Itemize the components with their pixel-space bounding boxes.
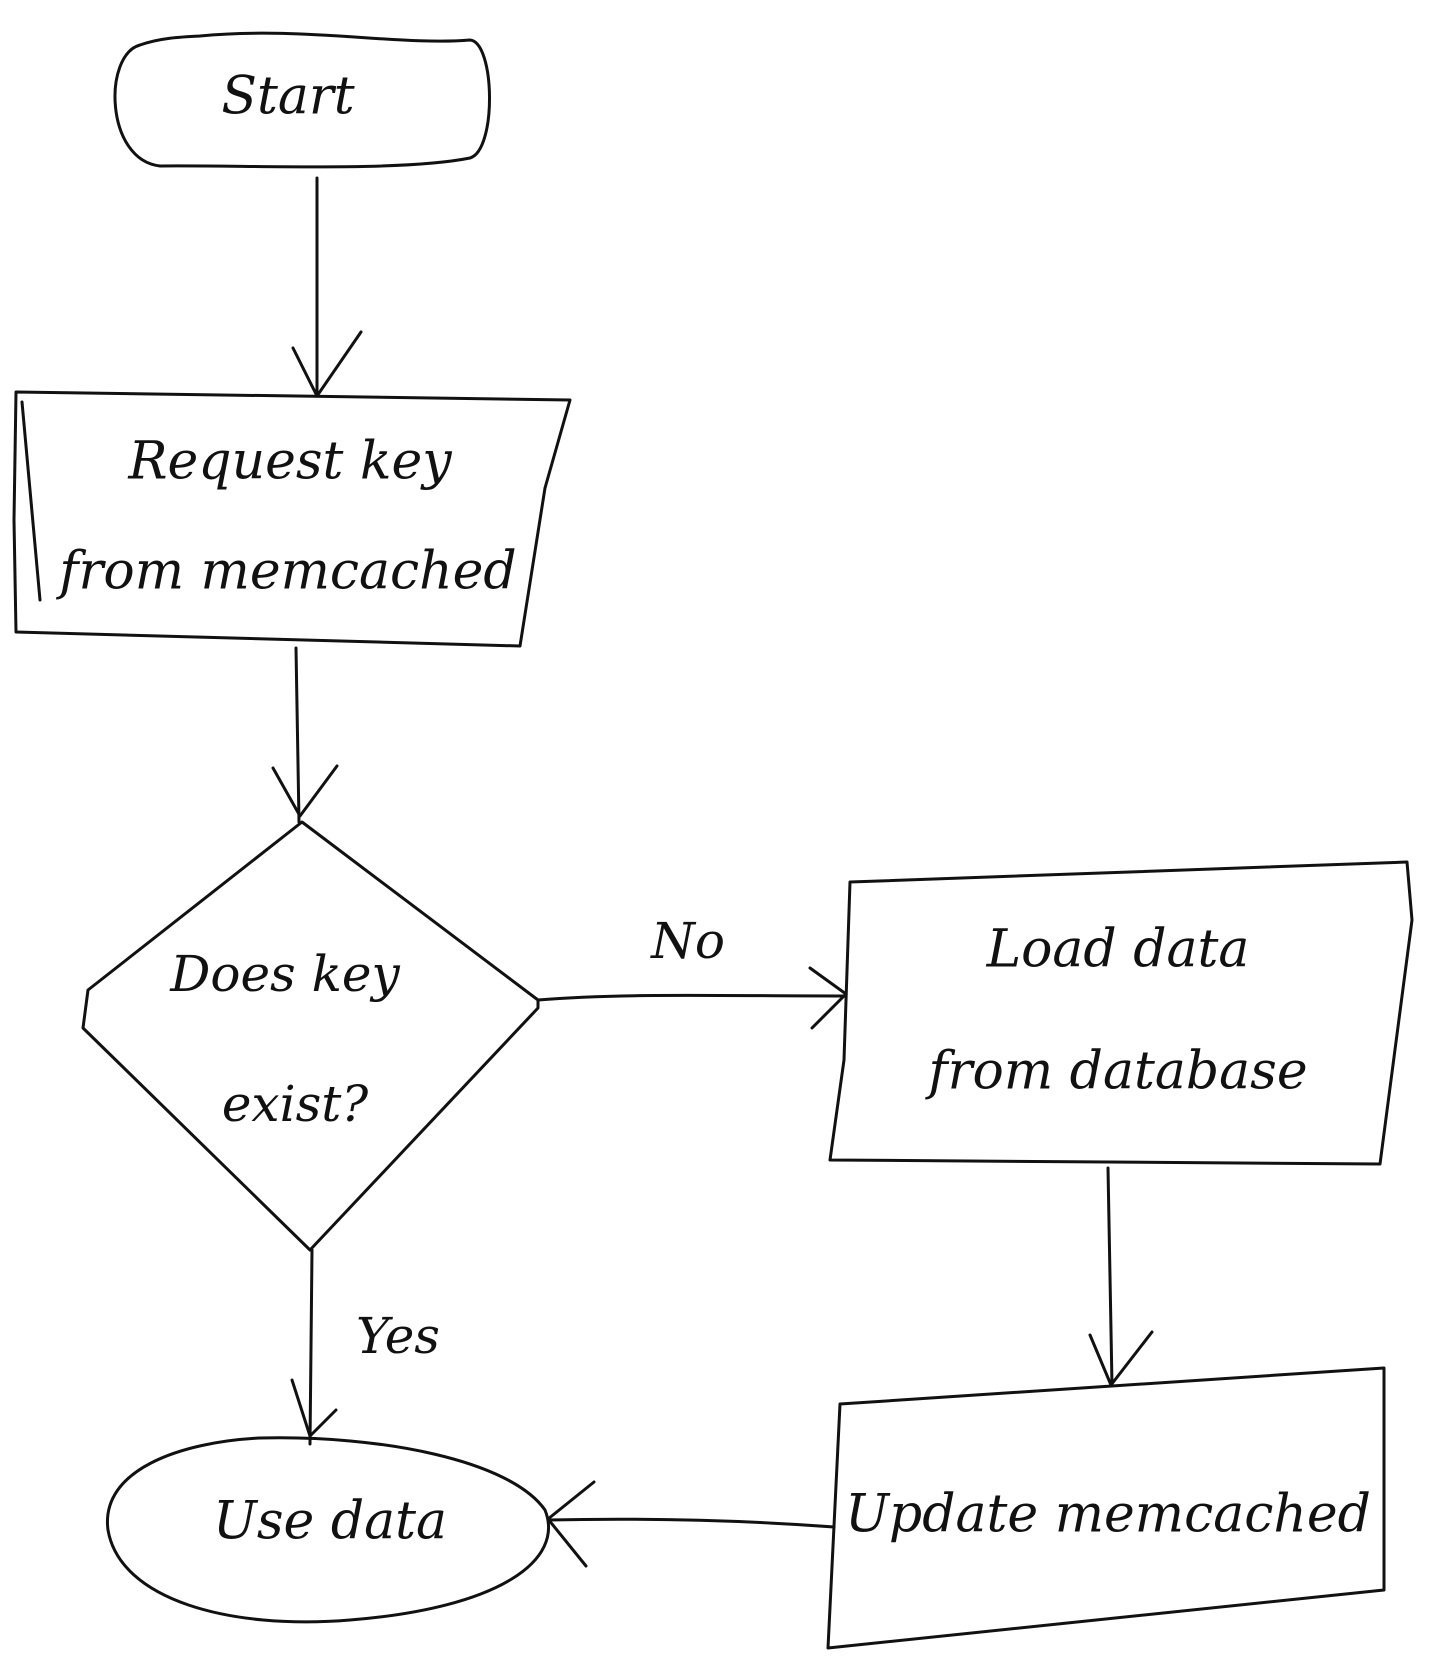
start-label: Start	[221, 67, 354, 127]
update-process-shape	[826, 1366, 1386, 1650]
edge-load-to-update	[1088, 1166, 1154, 1387]
edge-update-to-use	[546, 1480, 836, 1568]
load-node: Load data from database	[828, 860, 1414, 1166]
load-process-shape	[828, 860, 1414, 1166]
edge-yes-label: Yes	[356, 1307, 440, 1365]
edge-update-to-use-line	[546, 1517, 836, 1529]
edge-yes-arrowhead	[290, 1378, 338, 1438]
request-process-shape	[12, 390, 572, 648]
edge-no-line	[536, 993, 848, 1002]
use-terminal-shape	[106, 1436, 551, 1624]
edge-start-to-request-arrowhead	[291, 330, 363, 398]
edge-no-label: No	[650, 912, 725, 970]
load-label-line2: from database	[924, 1042, 1307, 1102]
edge-yes-line	[308, 1248, 314, 1446]
request-node: Request key from memcached	[12, 390, 572, 648]
edge-decision-to-use: Yes	[290, 1248, 440, 1446]
use-label: Use data	[213, 1492, 447, 1552]
edge-no-arrowhead	[808, 966, 848, 1030]
update-node: Update memcached	[826, 1366, 1386, 1650]
edge-request-to-decision-line	[294, 646, 301, 824]
request-box-left-edge	[20, 400, 42, 602]
decision-label-line1: Does key	[169, 945, 400, 1003]
request-label-line2: from memcached	[55, 542, 516, 602]
use-node: Use data	[106, 1436, 551, 1624]
start-node: Start	[113, 31, 491, 169]
update-label: Update memcached	[845, 1485, 1371, 1545]
load-label-line1: Load data	[986, 920, 1250, 980]
request-label-line1: Request key	[127, 432, 452, 492]
edge-decision-to-load: No	[536, 912, 848, 1030]
edge-start-to-request	[291, 176, 363, 398]
decision-label-line2: exist?	[222, 1075, 370, 1133]
decision-diamond-shape	[81, 820, 540, 1252]
start-terminal-shape	[113, 31, 491, 169]
edge-update-to-use-arrowhead	[546, 1480, 596, 1568]
edge-request-to-decision	[271, 646, 339, 824]
edge-load-to-update-line	[1106, 1166, 1114, 1387]
edge-load-to-update-arrowhead	[1088, 1330, 1154, 1387]
decision-node: Does key exist?	[81, 820, 540, 1252]
edge-request-to-decision-arrowhead	[271, 764, 339, 818]
